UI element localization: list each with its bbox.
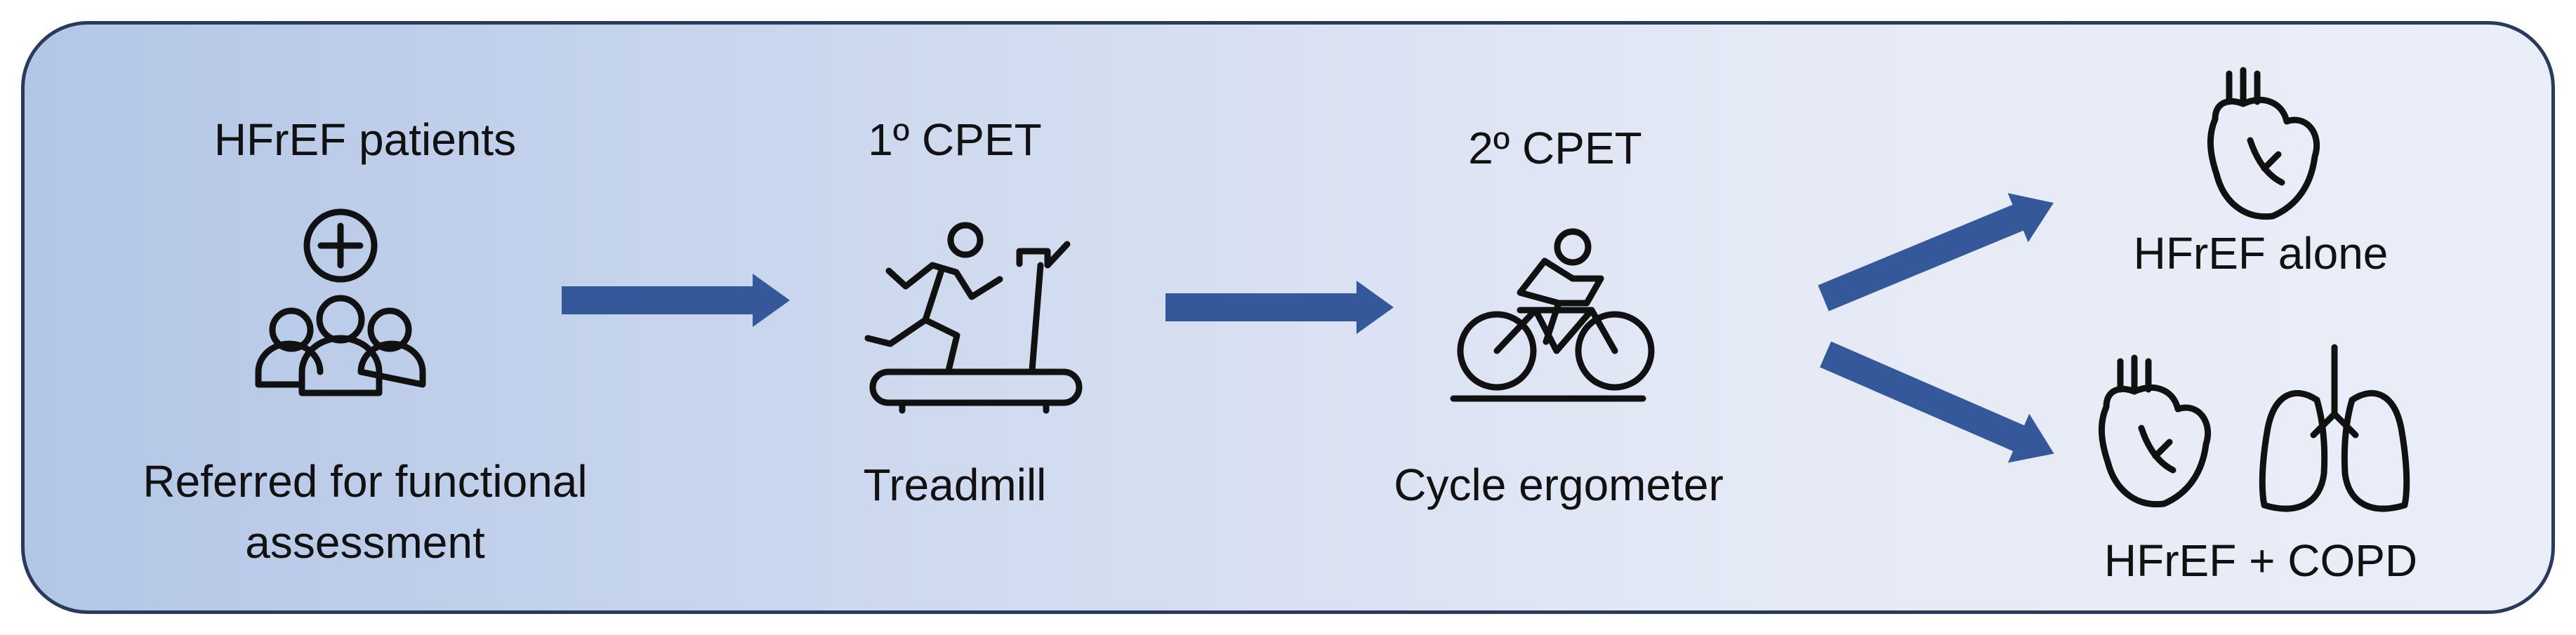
lungs-icon — [2259, 344, 2410, 512]
arrow-to-outcome-alone — [1818, 193, 2054, 312]
cpet1-title: 1º CPET — [868, 114, 1042, 165]
arrow-cpet1-to-cpet2 — [1165, 281, 1394, 334]
arrow-to-outcome-copd — [1820, 341, 2054, 463]
cpet1-caption: Treadmill — [863, 460, 1047, 510]
outcome-alone-label: HFrEF alone — [2133, 228, 2389, 279]
outcome-copd-label: HFrEF + COPD — [2103, 535, 2418, 586]
patients-title: HFrEF patients — [213, 114, 517, 165]
patients-caption-line1: Referred for functional — [143, 456, 588, 507]
arrow-patients-to-cpet1 — [562, 274, 790, 327]
patients-group-icon — [255, 208, 426, 396]
cyclist-icon — [1450, 228, 1655, 402]
heart-icon — [2099, 354, 2212, 508]
treadmill-runner-icon — [864, 222, 1083, 414]
cpet2-caption: Cycle ergometer — [1394, 460, 1724, 510]
heart-icon — [2207, 67, 2320, 220]
patients-caption-line2: assessment — [245, 517, 485, 568]
cpet2-title: 2º CPET — [1468, 123, 1642, 173]
